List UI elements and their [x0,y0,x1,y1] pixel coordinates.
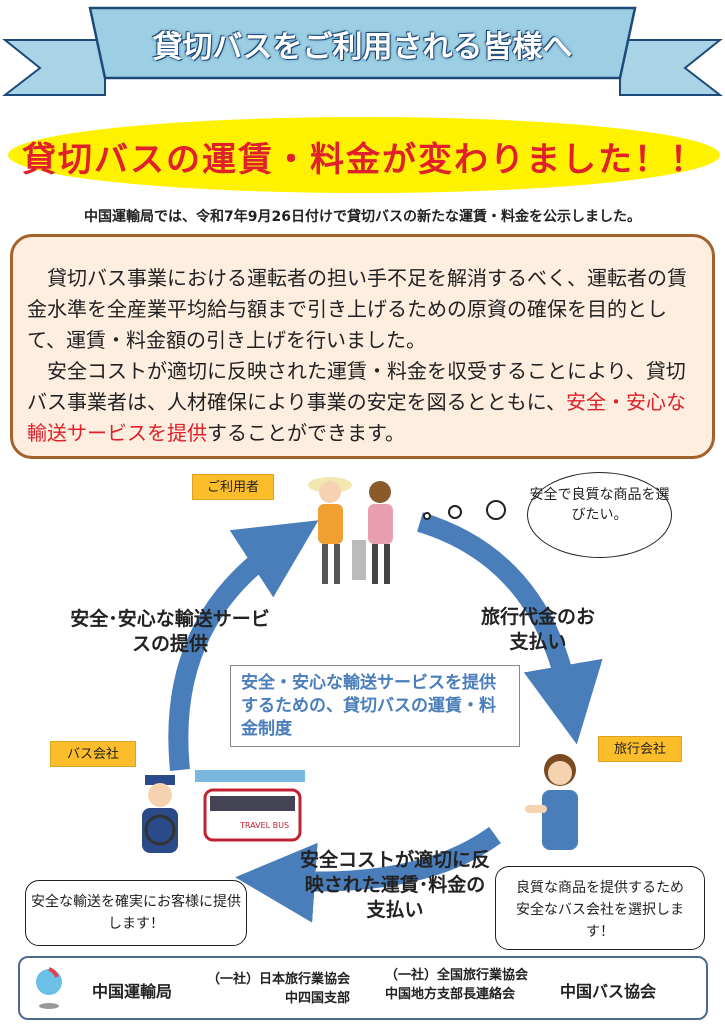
headline: 貸切バスの運賃・料金が変わりました！！ [22,140,706,180]
paragraph-1: 貸切バス事業における運転者の担い手不足を解消するべく、運転者の賃金水準を全産業平… [27,266,687,352]
user-tag: ご利用者 [192,474,274,500]
cycle-arrows [168,512,603,923]
label-travel-payment: 旅行代金のお支払い [480,606,595,653]
paragraph-2: 安全コストが適切に反映された運賃・料金を収受することにより、貸切バス事業者は、人… [27,356,698,449]
arrow-bus-to-user [168,520,319,771]
org-chugoku-transport-bureau: 中国運輸局 [92,982,173,1001]
agency-speech: 良質な商品を提供するため安全なバス会社を選択します！ [495,866,705,950]
label-safe-service: 安全･安心な輸送サービスの提供 [70,608,270,655]
user-thought-bubble: 安全で良質な商品を選びたい。 [527,472,672,558]
explanation-box: 貸切バス事業における運転者の担い手不足を解消するべく、運転者の賃金水準を全産業平… [10,234,715,459]
bus-company-tag: バス会社 [50,741,136,767]
travel-agent-illustration [525,754,578,850]
bus-sign: TRAVEL BUS [239,821,289,830]
transport-bureau-logo-icon [36,967,62,1009]
center-system-box: 安全・安心な輸送サービスを提供するための、貸切バスの運賃・料金制度 [230,665,520,747]
p2-end: することができます。 [207,421,405,445]
travel-agency-tag: 旅行会社 [598,736,682,762]
bus-driver-illustration: TRAVEL BUS [142,770,305,853]
org-anta: （一社）全国旅行業協会中国地方支部長連絡会 [385,966,528,1004]
org-chugoku-bus-association: 中国バス協会 [560,982,657,1001]
arrow-user-to-agency [417,512,603,745]
p2-start: 安全コストが適切に反映された運賃・料金を収受することにより、貸切バス事業者は、人… [27,359,686,414]
banner-title: 貸切バスをご利用される皆様へ [152,30,573,65]
p2-highlight: 安全・安心な輸送サービスを提供 [27,390,686,445]
org-jata-line1: （一社）日本旅行業協会 [206,972,350,987]
notice-text: 中国運輸局では、令和7年9月26日付けで貸切バスの新たな運賃・料金を公示しました… [84,209,641,225]
label-fare-payment: 安全コストが適切に反映された運賃･料金の支払い [300,849,491,921]
title-ribbon [2,6,723,96]
org-jata-line2: 中四国支部 [284,991,350,1006]
org-anta-line2: 中国地方支部長連絡会 [385,987,516,1002]
headline-ellipse [8,117,720,193]
bus-company-speech: 安全な輸送を確実にお客様に提供します！ [25,880,247,946]
thought-dot [423,512,431,520]
org-jata: （一社）日本旅行業協会中四国支部 [195,970,350,1008]
arrow-agency-to-bus [235,826,501,923]
footer-organizations: 中国運輸局 （一社）日本旅行業協会中四国支部 （一社）全国旅行業協会中国地方支部… [18,956,708,1020]
thought-dot [448,505,462,519]
thought-dot [486,500,506,520]
users-illustration [308,477,393,584]
org-anta-line1: （一社）全国旅行業協会 [385,968,529,983]
